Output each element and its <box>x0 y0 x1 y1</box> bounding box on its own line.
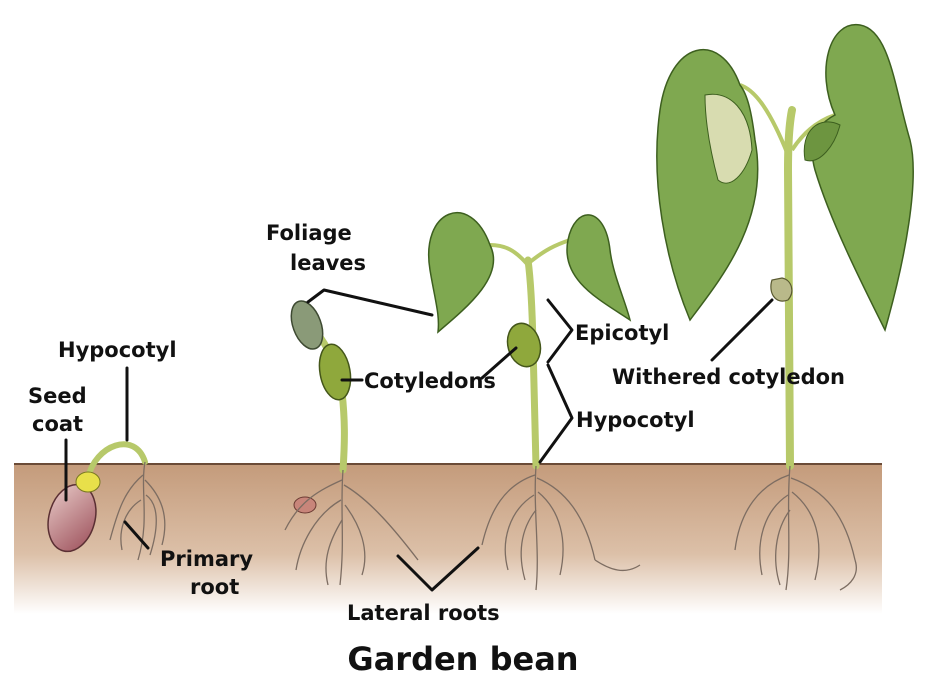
diagram-title: Garden bean <box>347 640 578 678</box>
label-lateral-roots: Lateral roots <box>347 601 500 625</box>
stage3-petiole-right <box>530 240 570 262</box>
label-hypocotyl-main: Hypocotyl <box>576 408 695 432</box>
label-coat: coat <box>32 412 83 436</box>
stage4-leaf-left <box>657 50 758 320</box>
label-root: root <box>190 575 239 599</box>
stage4-withered-cotyledon-shape <box>771 278 792 301</box>
label-withered-cotyledon: Withered cotyledon <box>612 365 845 389</box>
label-cotyledons: Cotyledons <box>364 369 496 393</box>
leader-hypocotyl-main <box>540 365 572 462</box>
leader-foliage-leaves <box>308 290 432 315</box>
label-seed: Seed <box>28 384 87 408</box>
leader-withered-cotyledon <box>712 300 772 360</box>
label-foliage: Foliage <box>266 221 352 245</box>
stage3-leaf-left <box>429 213 494 332</box>
label-primary: Primary <box>160 547 253 571</box>
label-epicotyl: Epicotyl <box>575 321 669 345</box>
stage3-petiole-left <box>490 245 528 265</box>
label-hypocotyl-seed: Hypocotyl <box>58 338 177 362</box>
stage2-cotyledon-shape <box>315 342 354 402</box>
label-leaves: leaves <box>290 251 366 275</box>
stage1-cotyledon-shape <box>76 472 100 492</box>
leader-epicotyl <box>548 300 572 362</box>
stage3-cotyledon-shape <box>503 320 545 371</box>
stage3-leaf-right <box>567 215 630 320</box>
stage4-leaf-right <box>812 25 913 330</box>
